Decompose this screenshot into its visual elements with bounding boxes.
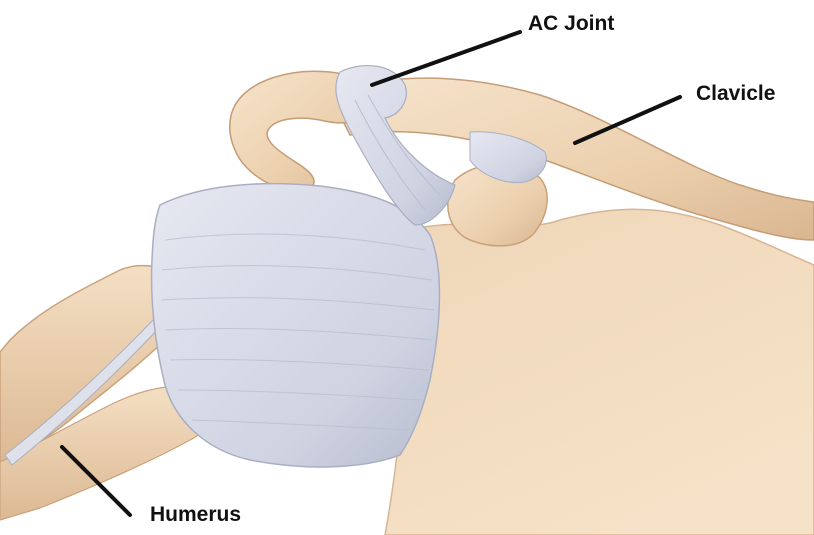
scapula xyxy=(385,209,814,535)
ac-joint-label: AC Joint xyxy=(528,12,614,36)
humerus-label: Humerus xyxy=(150,503,241,527)
ac-joint-leader xyxy=(372,32,520,85)
clavicle-label: Clavicle xyxy=(696,82,775,106)
